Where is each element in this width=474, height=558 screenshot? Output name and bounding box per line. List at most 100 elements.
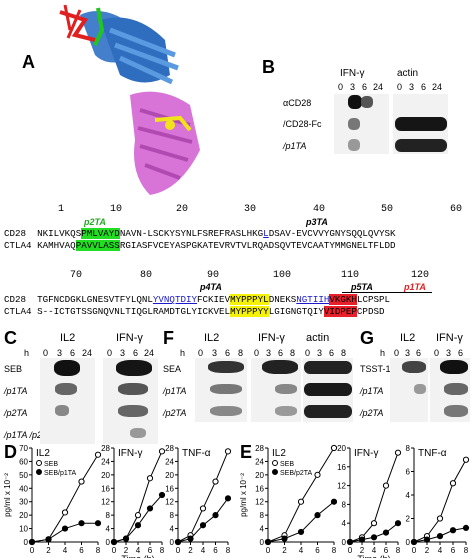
panel-b-actin-header: actin — [397, 68, 419, 79]
band — [55, 405, 69, 416]
seq-line2-ctla4: CTLA4 S--ICTGTSSGNQVNLTIQGLRAMDTGLYICKVE… — [4, 306, 385, 317]
panel-b-time-24: 24 — [373, 82, 384, 92]
panel-g-t3: 3 — [405, 348, 411, 358]
x-tick-label: 0 — [266, 546, 271, 555]
band — [54, 360, 80, 376]
data-point-open — [134, 512, 142, 519]
seq-seg: RGIASFVCEYASPGKATEVRVTVLRQADSQVTEVCAATYM… — [119, 240, 396, 251]
chart-title: IL2 — [272, 448, 286, 459]
data-point-filled — [436, 533, 444, 540]
chart-title: TNF-α — [418, 448, 447, 459]
panel-f-ifn-t8: 8 — [290, 348, 296, 358]
x-tick-label: 2 — [282, 546, 287, 555]
y-tick-label: 40 — [19, 484, 28, 493]
y-tick-label: 8 — [260, 511, 265, 520]
protein-structure-image — [59, 4, 200, 195]
y-tick-label: 20 — [165, 471, 174, 480]
seq-seg: KAMHVAQ — [37, 240, 76, 251]
y-tick-label: 50 — [19, 471, 28, 480]
seq-seg: TGFNCDGKLGNESVTFYLQNL — [37, 294, 153, 305]
y-tick-label: 12 — [337, 482, 346, 491]
seq-name-ctla4: CTLA4 — [4, 306, 32, 317]
panel-f-h: h — [180, 348, 186, 358]
y-tick-label: 4 — [260, 525, 265, 534]
seq-line1-ctla4: CTLA4 KAMHVAQPAVVLASSRGIASFVCEYASPGKATEV… — [4, 240, 395, 251]
x-tick-label: 6 — [213, 546, 218, 555]
y-tick-label: 8 — [170, 511, 175, 520]
panel-g-ifn-t3: 3 — [446, 348, 452, 358]
data-point-filled — [346, 538, 354, 546]
data-point-open — [61, 509, 69, 516]
panel-g-ifn-t0: 0 — [434, 348, 440, 358]
y-tick-label: 10 — [19, 525, 28, 534]
y-tick-label: 16 — [337, 463, 346, 472]
seq-name-cd28: CD28 — [4, 294, 27, 305]
peptide-label-p1ta: p1TA — [404, 282, 426, 292]
band — [304, 383, 352, 396]
peptide-label-p5ta: p5TA — [351, 282, 373, 292]
legend-marker — [272, 469, 278, 475]
x-tick-label: 4 — [372, 546, 377, 555]
seq-seg-p1ta: VIDPEP — [323, 306, 357, 317]
panel-g-h: h — [380, 348, 386, 358]
seq-seg: CPDSD — [356, 306, 385, 317]
panel-g-header-ifn: IFN-γ — [436, 332, 463, 344]
data-point-open — [314, 471, 321, 478]
panel-f-actin-t6: 6 — [329, 348, 335, 358]
panel-f-ifn-t0: 0 — [254, 348, 260, 358]
panel-f-header-il2: IL2 — [204, 332, 220, 344]
ruler-1: 1 — [58, 204, 65, 215]
x-tick-label: 4 — [136, 546, 141, 555]
y-tick-label: 4 — [106, 525, 111, 534]
y-tick-label: 20 — [337, 444, 346, 453]
y-axis-label: pg/ml x 10⁻² — [239, 473, 248, 517]
data-point-filled — [61, 525, 69, 532]
data-point-open — [94, 451, 102, 458]
y-tick-label: 28 — [255, 444, 264, 453]
peptide-label-p2ta: p2TA — [84, 217, 106, 227]
seq-name-cd28: CD28 — [4, 228, 27, 239]
seq-name-ctla4: CTLA4 — [4, 240, 32, 251]
data-point-filled — [264, 538, 272, 546]
ruler-50: 50 — [381, 204, 394, 215]
data-point-filled — [410, 538, 418, 546]
data-point-open — [224, 448, 232, 455]
panel-g-header-il2: IL2 — [400, 332, 416, 344]
data-point-filled — [449, 527, 457, 534]
y-tick-label: 24 — [255, 457, 264, 466]
panel-letter-f: F — [163, 328, 174, 348]
data-point-filled — [394, 520, 402, 527]
data-point-filled — [174, 538, 182, 546]
series-line — [177, 451, 229, 543]
data-point-open — [394, 449, 402, 456]
seq-seg: LGIGNGTQIY — [268, 306, 324, 317]
x-tick-label: 8 — [396, 546, 401, 555]
panel-letter-a: A — [22, 52, 35, 72]
data-point-filled — [314, 512, 321, 519]
data-point-filled — [199, 522, 207, 529]
data-point-open — [462, 456, 470, 463]
legend-label: SEB/p1TA — [44, 470, 76, 477]
panel-f-t8: 8 — [238, 348, 244, 358]
panel-c-t0: 0 — [43, 348, 49, 358]
band — [116, 360, 152, 376]
x-tick-label: 6 — [79, 546, 84, 555]
band — [395, 139, 447, 152]
y-tick-label: 4 — [170, 525, 175, 534]
y-tick-label: 0 — [342, 538, 347, 547]
ruler-10: 10 — [110, 204, 123, 215]
data-point-filled — [281, 535, 288, 542]
x-tick-label: 2 — [425, 546, 430, 555]
x-tick-label: 4 — [201, 546, 206, 555]
ruler-80: 80 — [140, 270, 153, 281]
y-tick-label: 8 — [406, 444, 411, 453]
seq-seg-p1ta: VKGKH — [329, 294, 357, 305]
x-tick-label: 0 — [112, 546, 117, 555]
panel-f-row-p1ta: /p1TA — [163, 386, 187, 396]
peptide-label-p4ta: p4TA — [200, 282, 222, 292]
panel-c-row-p1p2: /p1TA /p2TA — [4, 430, 53, 440]
legend-marker — [36, 460, 42, 466]
legend-label: SEB — [280, 461, 294, 468]
